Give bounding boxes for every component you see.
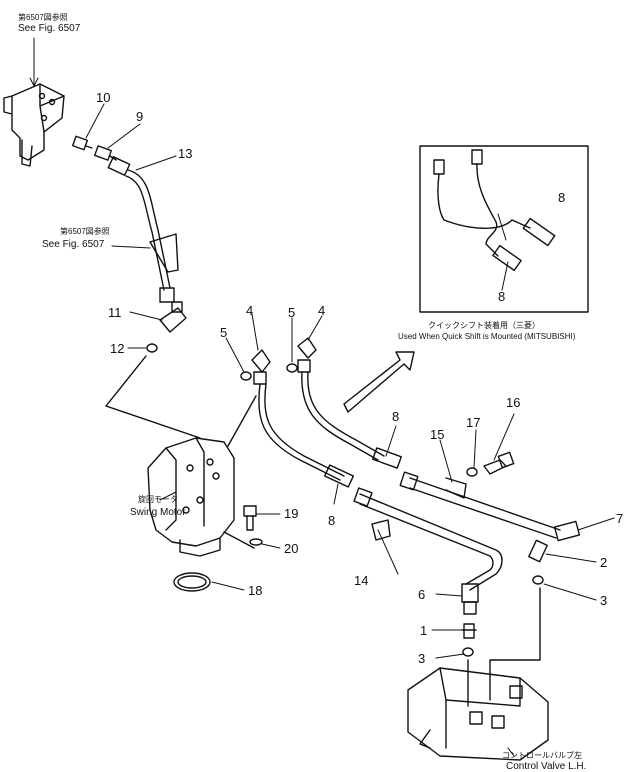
direction-arrow [343, 351, 415, 413]
callout-8-right: 8 [392, 409, 400, 424]
fitting-6 [461, 583, 479, 615]
callout-1: 1 [420, 623, 428, 638]
callout-20: 20 [284, 541, 299, 556]
bracket-block [3, 83, 65, 167]
elbow-11 [159, 301, 187, 333]
elbow-7 [553, 520, 581, 542]
callout-18: 18 [248, 583, 263, 598]
callout-5-right: 5 [288, 305, 296, 320]
washer-20 [249, 538, 263, 546]
callout-3-right: 3 [600, 593, 608, 608]
oring-3-right [532, 575, 544, 585]
callout-4-left: 4 [246, 303, 254, 318]
quick-shift-jp: クイックシフト装着用（三菱） [428, 321, 540, 330]
control-valve-en: Control Valve L.H. [506, 761, 587, 772]
oring-18 [173, 572, 211, 592]
callout-6: 6 [418, 587, 426, 602]
guide-line-left [105, 355, 201, 439]
swing-motor-jp: 旋回モータ [138, 495, 178, 504]
control-valve [407, 667, 549, 761]
inset-hoses [433, 149, 556, 272]
ref-mid-jp: 第6507図参照 [60, 227, 110, 236]
swing-motor [147, 437, 235, 557]
oring-12 [146, 343, 158, 353]
callout-12: 12 [110, 341, 125, 356]
hose-8-right [301, 371, 402, 469]
callout-7: 7 [616, 511, 624, 526]
callout-3-left: 3 [418, 651, 426, 666]
callout-4-right: 4 [318, 303, 326, 318]
adapter-1 [461, 623, 477, 639]
quick-shift-en: Used When Quick Shift is Mounted (MITSUB… [398, 332, 576, 341]
elbow-2 [528, 539, 548, 563]
callout-19: 19 [284, 506, 299, 521]
callout-17: 17 [466, 415, 481, 430]
elbow-4-left [251, 349, 271, 385]
control-valve-jp: コントロールバルブ左 [502, 751, 582, 760]
bolt-19 [243, 505, 257, 531]
callout-11: 11 [108, 305, 122, 320]
callout-5-left: 5 [220, 325, 228, 340]
ref-mid-en: See Fig. 6507 [42, 239, 105, 250]
callout-13: 13 [178, 146, 193, 161]
tube-15 [399, 471, 561, 539]
callout-8-left: 8 [328, 513, 336, 528]
hose-8-left [258, 383, 355, 488]
tube-14 [353, 487, 503, 591]
leader-lines [29, 37, 615, 757]
oring-5-right [286, 363, 298, 373]
oring-3-left [462, 647, 474, 657]
ref-top-jp: 第6507図参照 [18, 13, 68, 22]
swing-motor-en: Swing Motor [130, 507, 186, 518]
fitting-10 [71, 135, 93, 151]
callout-16: 16 [506, 395, 521, 410]
callout-10: 10 [96, 90, 111, 105]
oring-5-left [240, 371, 252, 381]
elbow-4-right [297, 337, 317, 373]
callout-2: 2 [600, 555, 608, 570]
washer-17 [466, 467, 478, 477]
callout-9: 9 [136, 109, 144, 124]
callout-15: 15 [430, 427, 445, 442]
hose-13 [107, 156, 179, 303]
bolt-16 [483, 451, 515, 475]
callout-8-inset-top: 8 [558, 190, 566, 205]
callout-14: 14 [354, 573, 369, 588]
inset-frame [419, 145, 589, 313]
callout-8-inset-bottom: 8 [498, 289, 506, 304]
ref-top-en: See Fig. 6507 [18, 23, 81, 34]
